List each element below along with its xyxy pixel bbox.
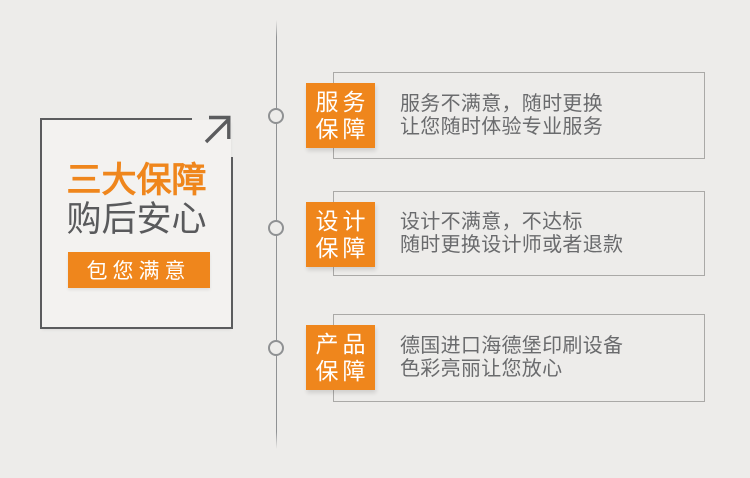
guarantee-item-design: 设计 保障 设计不满意，不达标 随时更换设计师或者退款: [306, 191, 705, 276]
guarantee-card: [42, 120, 231, 327]
timeline-node-2: [268, 220, 284, 236]
product-badge: 产品 保障: [306, 325, 375, 390]
card-frame-left: [40, 118, 42, 329]
design-badge: 设计 保障: [306, 202, 375, 267]
guarantee-item-product: 产品 保障 德国进口海德堡印刷设备 色彩亮丽让您放心: [306, 314, 705, 402]
arrow-up-right-icon: [204, 115, 231, 144]
card-frame-top: [40, 118, 192, 120]
item-description-line2: 随时更换设计师或者退款: [400, 233, 624, 256]
badge-label-line2: 保障: [315, 115, 370, 142]
card-subtitle: 购后安心: [66, 200, 207, 239]
badge-label-line1: 设计: [315, 207, 370, 234]
badge-label-line2: 保障: [315, 357, 370, 384]
item-description-line1: 服务不满意，随时更换: [400, 92, 603, 115]
item-description: 设计不满意，不达标 随时更换设计师或者退款: [334, 192, 704, 275]
timeline-node-1: [268, 108, 284, 124]
timeline-node-3: [268, 340, 284, 356]
satisfaction-button[interactable]: 包您满意: [68, 252, 210, 288]
item-description-line2: 让您随时体验专业服务: [400, 115, 603, 138]
card-title: 三大保障: [66, 161, 207, 200]
item-description-line1: 德国进口海德堡印刷设备: [400, 335, 624, 357]
item-description: 德国进口海德堡印刷设备 色彩亮丽让您放心: [334, 315, 704, 401]
badge-label-line1: 服务: [315, 88, 370, 115]
card-frame-bottom: [40, 327, 233, 329]
badge-label-line1: 产品: [315, 330, 370, 357]
item-description-line1: 设计不满意，不达标: [400, 210, 583, 233]
service-badge: 服务 保障: [306, 83, 375, 148]
item-description: 服务不满意，随时更换 让您随时体验专业服务: [334, 73, 704, 158]
card-frame-right: [231, 157, 233, 329]
badge-label-line2: 保障: [315, 234, 370, 261]
guarantee-item-service: 服务 保障 服务不满意，随时更换 让您随时体验专业服务: [306, 72, 705, 159]
item-description-line2: 色彩亮丽让您放心: [400, 358, 563, 380]
